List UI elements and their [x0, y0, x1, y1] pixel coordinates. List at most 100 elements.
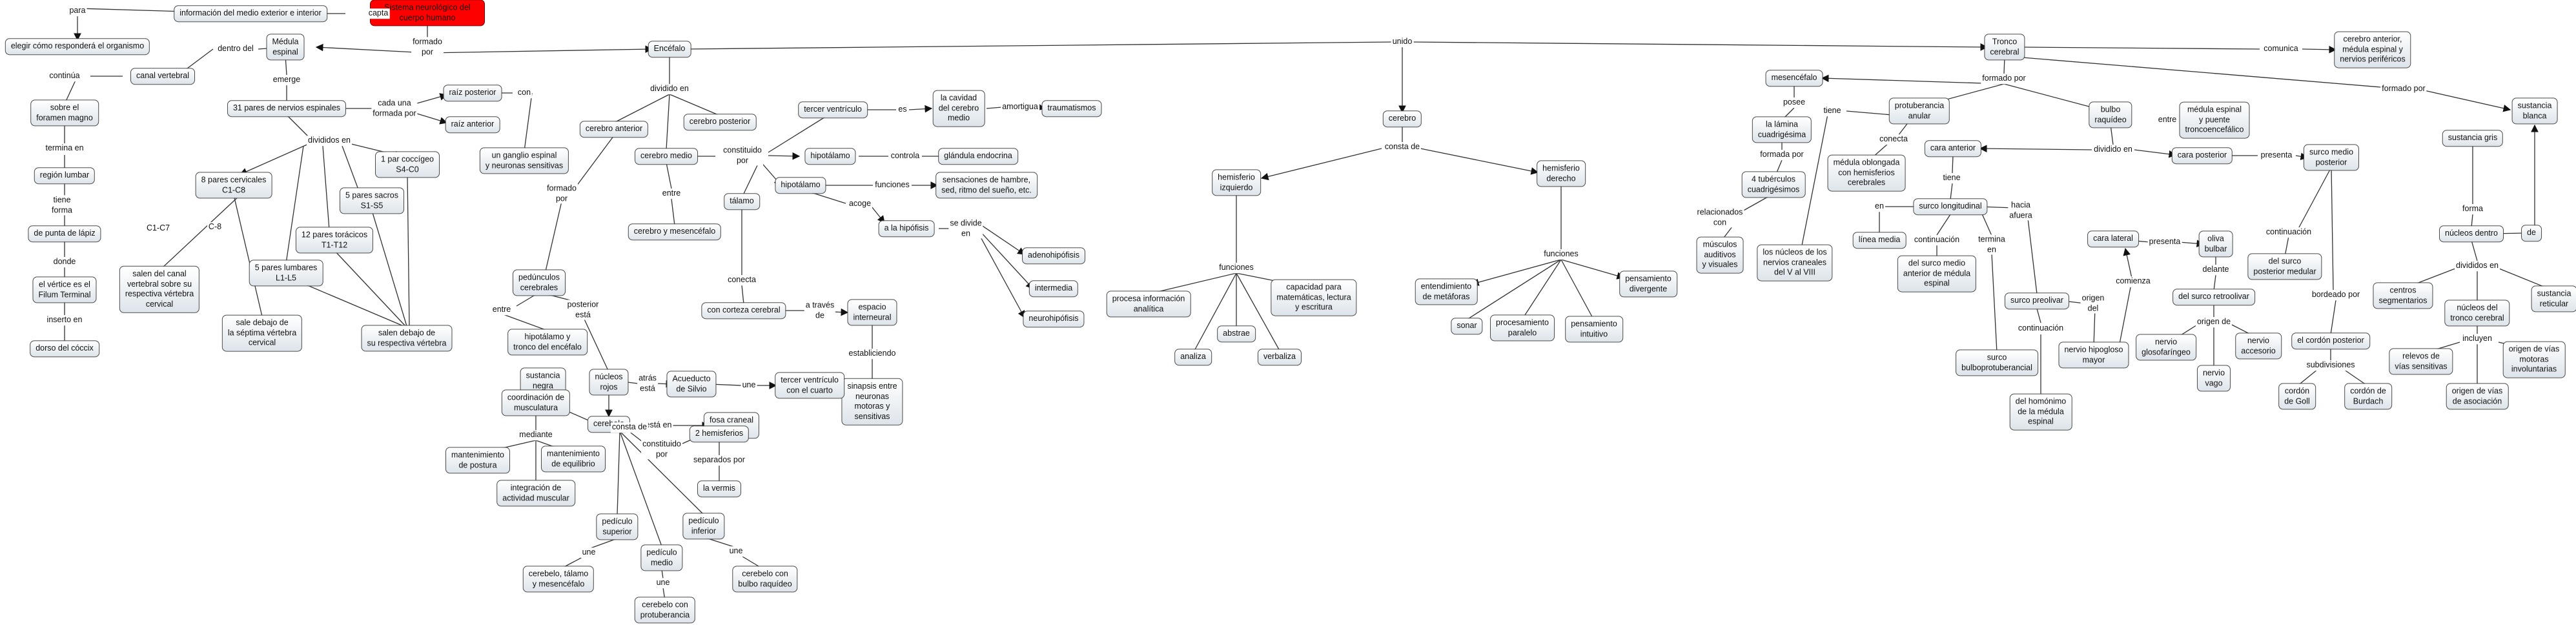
node-mesencefalo[interactable]: mesencéfalo [1765, 70, 1823, 87]
node-punta-lapiz[interactable]: de punta de lápiz [28, 225, 101, 242]
node-cerebro-mesenc[interactable]: cerebro y mesencéfalo [628, 223, 722, 240]
node-cerebro-medio[interactable]: cerebro medio [635, 148, 698, 165]
node-cerebro-ant[interactable]: cerebro anterior [579, 121, 649, 138]
node-encefalo[interactable]: Encéfalo [648, 41, 691, 57]
node-intermedia[interactable]: intermedia [1028, 280, 1079, 297]
node-info-medio[interactable]: información del medio exterior e interio… [174, 5, 327, 22]
node-tercer-ventriculo[interactable]: tercer ventrículo [798, 101, 868, 118]
node-cara-anterior[interactable]: cara anterior [1924, 140, 1982, 157]
node-elegir[interactable]: elegir cómo responderá el organismo [5, 38, 150, 55]
node-hipotalamo-top[interactable]: hipotálamo [804, 148, 856, 165]
node-cerebro-post[interactable]: cerebro posterior [683, 114, 757, 130]
node-surco-preolivar[interactable]: surco preolivar [2005, 292, 2069, 309]
node-neurohipofisis[interactable]: neurohipófisis [1023, 311, 1085, 327]
node-hipofisis[interactable]: a la hipófisis [878, 220, 935, 237]
node-nucleos-dentro[interactable]: núcleos dentro [2438, 225, 2504, 242]
node-cara-lateral[interactable]: cara lateral [2087, 231, 2139, 247]
node-root[interactable]: Sistema neurológico del cuerpo humano [370, 0, 485, 26]
node-verbaliza[interactable]: verbaliza [1257, 349, 1302, 365]
node-canal-vertebral[interactable]: canal vertebral [130, 68, 195, 85]
node-traumatismos[interactable]: traumatismos [1041, 100, 1102, 117]
node-glandula[interactable]: glándula endocrina [938, 148, 1018, 165]
node-linea-media[interactable]: línea media [1852, 232, 1906, 249]
node-corteza[interactable]: con corteza cerebral [701, 302, 786, 319]
node-cerebro[interactable]: cerebro [1382, 110, 1422, 127]
node-cordon-post[interactable]: el cordón posterior [2291, 333, 2370, 349]
node-adenohipofisis[interactable]: adenohipófisis [1022, 247, 1085, 264]
node-de[interactable]: de [2521, 225, 2542, 241]
node-hipotalamo[interactable]: hipotálamo [775, 177, 826, 194]
node-abstrae[interactable]: abstrae [1217, 325, 1256, 342]
node-analiza[interactable]: analiza [1174, 349, 1212, 365]
node-region-lumbar[interactable]: región lumbar [34, 167, 96, 184]
node-coccix[interactable]: dorso del cóccix [30, 340, 99, 357]
node-surco-long[interactable]: surco longitudinal [1913, 198, 1988, 215]
node-raiz-ant[interactable]: raíz anterior [445, 116, 500, 133]
node-vermis[interactable]: la vermis [697, 480, 742, 497]
node-sonar[interactable]: sonar [1451, 318, 1483, 334]
node-pares31[interactable]: 31 pares de nervios espinales [227, 100, 347, 117]
